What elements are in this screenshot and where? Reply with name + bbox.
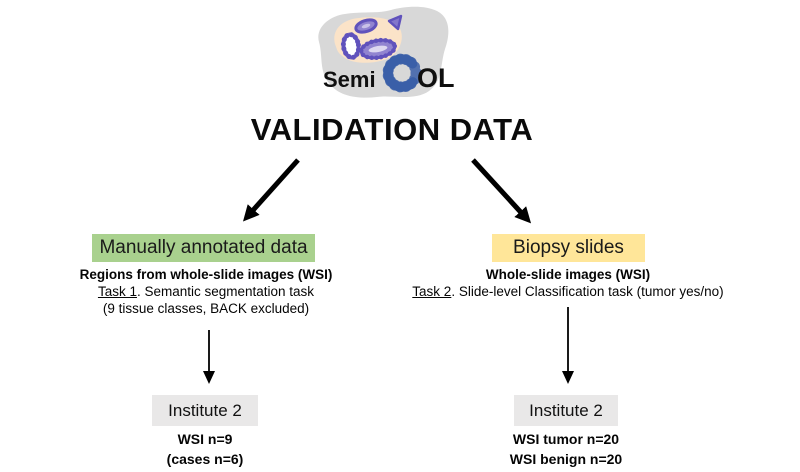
right-branch-header-label: Biopsy slides — [513, 237, 624, 258]
logo-text-ol: OL — [417, 63, 455, 93]
right-task-text: . Slide-level Classification task (tumor… — [451, 284, 724, 299]
left-branch-header-label: Manually annotated data — [99, 237, 308, 258]
page-title: VALIDATION DATA — [250, 112, 534, 147]
right-branch-subtitle: Whole-slide images (WSI) — [485, 267, 651, 282]
left-institute-box: Institute 2 — [152, 395, 258, 426]
left-branch-description: Regions from whole-slide images (WSI) Ta… — [46, 266, 366, 317]
left-branch-task-line: Task 1. Semantic segmentation task — [46, 283, 366, 300]
left-stat-line: (cases n=6) — [166, 450, 244, 467]
arrow-title-to-right-branch — [471, 158, 532, 224]
right-branch-description: Whole-slide images (WSI) Task 2. Slide-l… — [408, 266, 728, 300]
tissue-region — [334, 17, 402, 63]
arrow-title-to-left-branch — [242, 158, 300, 222]
semicol-logo: Semi OL — [318, 6, 455, 98]
right-branch-header: Biopsy slides — [492, 234, 645, 262]
left-stat-line: WSI n=9 — [177, 431, 233, 447]
right-stat-line: WSI benign n=20 — [509, 450, 623, 467]
right-stat-line: WSI tumor n=20 — [512, 431, 620, 447]
right-institute-stats: WSI tumor n=20 WSI benign n=20 — [466, 430, 666, 469]
left-branch-subtitle: Regions from whole-slide images (WSI) — [79, 267, 333, 282]
right-branch-task-line: Task 2. Slide-level Classification task … — [408, 283, 728, 300]
gland-icons — [340, 14, 403, 61]
logo-text-semi: Semi — [323, 67, 376, 92]
left-branch-header: Manually annotated data — [92, 234, 315, 262]
right-institute-label: Institute 2 — [529, 400, 603, 420]
left-institute-stats: WSI n=9 (cases n=6) — [105, 430, 305, 469]
left-task-text: . Semantic segmentation task — [136, 284, 315, 299]
right-institute-box: Institute 2 — [514, 395, 618, 426]
logo-letter-c — [382, 53, 422, 93]
right-task-label: Task 2 — [412, 284, 452, 299]
logo-blob — [318, 6, 449, 98]
left-branch-detail: (9 tissue classes, BACK excluded) — [102, 301, 310, 316]
left-task-label: Task 1 — [97, 284, 137, 299]
left-institute-label: Institute 2 — [168, 400, 242, 420]
